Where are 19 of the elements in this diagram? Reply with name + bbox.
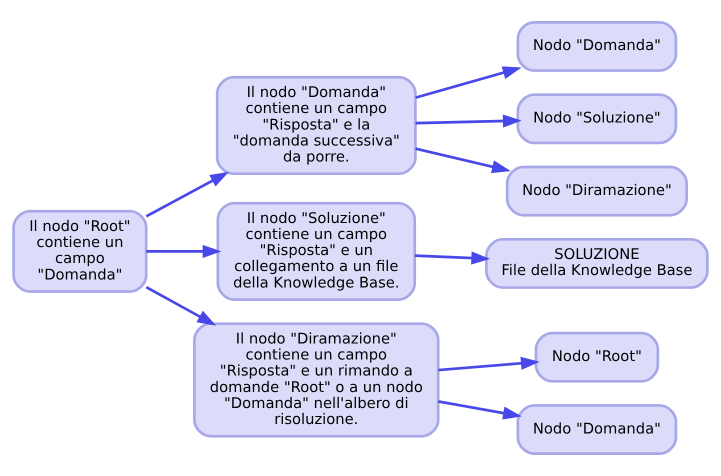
node-box: Nodo "Domanda": [516, 404, 678, 455]
arrow: [416, 114, 522, 128]
node-box: Il nodo "Root" contiene un campo "Domanda": [12, 210, 148, 293]
node-box: Il nodo "Diramazione" contiene un campo "Risposta" e un rimando a domande "Root" o a un nodo "Domanda" nell'albero di risoluzione.: [193, 322, 440, 438]
node-box: SOLUZIONE File della Knowledge Base: [485, 238, 709, 289]
node-box: Nodo "Diramazione": [506, 166, 688, 217]
arrow: [415, 147, 511, 174]
node-box: Il nodo "Soluzione" contiene un campo "Risposta" e un collegamento a un file della Knowledge Base.: [216, 202, 416, 301]
arrow: [146, 244, 222, 258]
node-box: Il nodo "Domanda" contiene un campo "Risposta" e la "domanda successiva" da porre.: [216, 76, 417, 176]
arrow: [146, 286, 216, 326]
node-box: Nodo "Root": [534, 332, 660, 383]
node-box: Nodo "Domanda": [516, 21, 678, 72]
arrow: [438, 400, 522, 420]
arrow: [414, 251, 490, 265]
node-box: Nodo "Soluzione": [516, 93, 678, 144]
arrow: [438, 356, 540, 372]
arrow: [146, 172, 229, 218]
arrow: [415, 66, 522, 99]
